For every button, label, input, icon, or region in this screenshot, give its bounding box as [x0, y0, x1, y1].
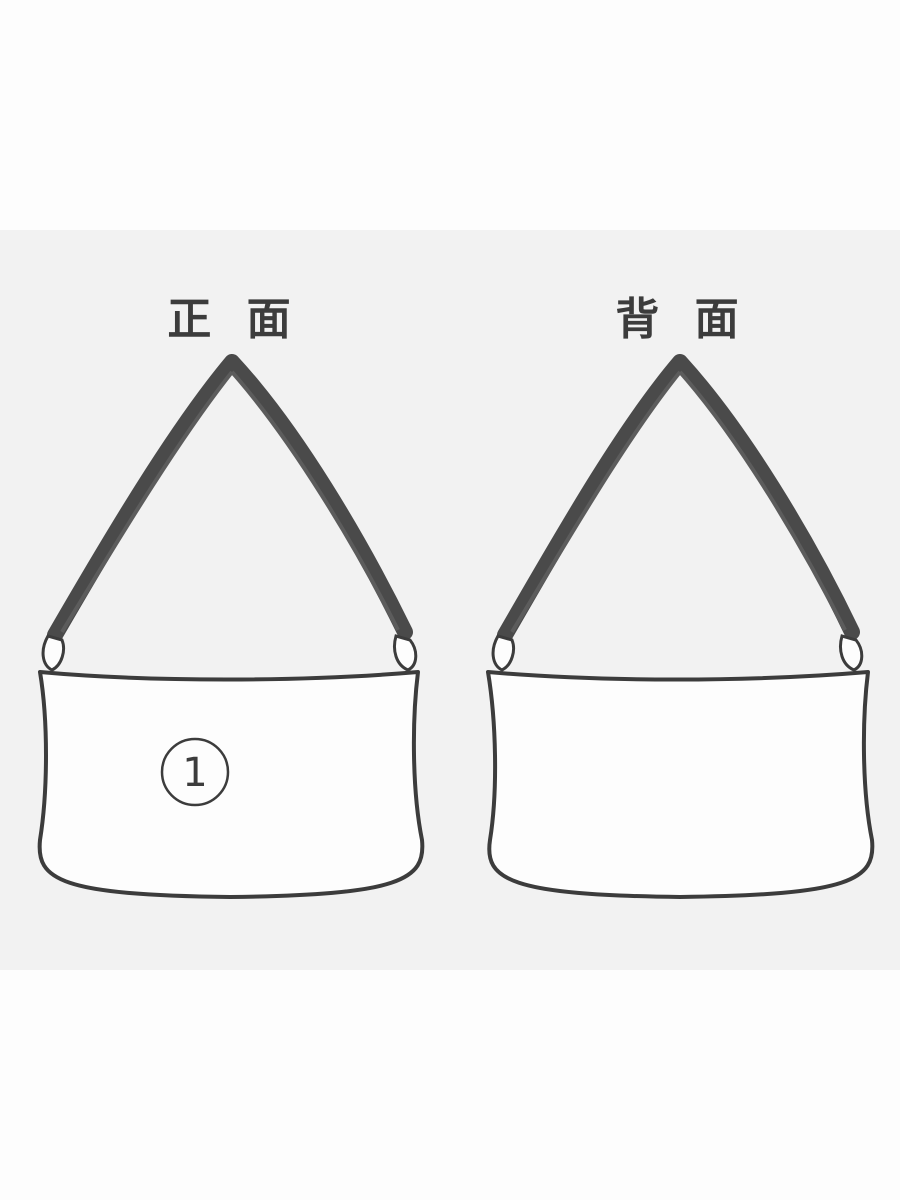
back-left-connector — [491, 634, 516, 672]
front-right-connector — [393, 634, 418, 672]
front-marker-number: 1 — [182, 750, 207, 796]
back-bag — [486, 354, 875, 899]
front-strap-inner — [60, 370, 400, 634]
front-bag-body — [37, 670, 425, 899]
back-strap — [497, 354, 860, 643]
front-marker-circle — [160, 737, 230, 807]
back-strap-inner — [510, 370, 847, 634]
front-left-connector — [41, 634, 66, 672]
front-view-label: 正 面 — [167, 294, 301, 345]
back-view-label: 背 面 — [615, 294, 749, 345]
front-bag: 1 — [37, 354, 425, 899]
front-strap — [47, 354, 413, 643]
back-right-connector — [839, 634, 864, 672]
back-bag-body — [486, 670, 875, 899]
